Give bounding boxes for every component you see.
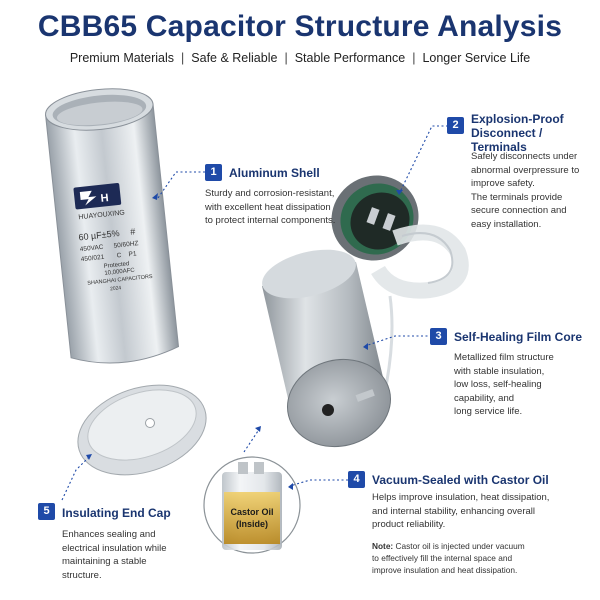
castor-oil-inset: Castor Oil (Inside) (203, 456, 301, 554)
svg-text:450VAC: 450VAC (79, 244, 104, 253)
castor-oil-heading: Vacuum-Sealed with Castor Oil (372, 473, 549, 487)
tagline-performance: Stable Performance (294, 51, 406, 65)
badge-5: 5 (38, 503, 55, 520)
brand-print: HUAYOUXING (78, 209, 125, 221)
tagline-service-life: Longer Service Life (422, 51, 531, 65)
tagline-safe: Safe & Reliable (191, 51, 278, 65)
end-cap-heading: Insulating End Cap (62, 506, 171, 520)
svg-text:50/60HZ: 50/60HZ (113, 240, 139, 250)
svg-text:10,000AFC: 10,000AFC (104, 268, 135, 277)
svg-text:#: # (130, 226, 136, 236)
svg-text:C: C (116, 252, 122, 259)
film-core (262, 249, 392, 448)
badge-4: 4 (348, 471, 365, 488)
rating-print: 60 µF±5% (78, 228, 120, 242)
badge-3: 3 (430, 328, 447, 345)
explosion-proof-heading: Explosion-Proof Disconnect / Terminals (471, 112, 564, 154)
svg-text:H: H (100, 192, 109, 205)
svg-text:2024: 2024 (110, 285, 122, 292)
leader-lines (61, 125, 448, 501)
aluminum-shell-heading: Aluminum Shell (229, 166, 320, 180)
film-core-heading: Self-Healing Film Core (454, 330, 583, 344)
castor-oil-desc: Helps improve insulation, heat dissipati… (372, 492, 550, 530)
svg-text:Protected: Protected (103, 261, 129, 270)
end-cap-desc: Enhances sealing and electrical insulati… (62, 529, 167, 581)
svg-text:(Inside): (Inside) (236, 519, 268, 529)
subtitle: Premium Materials|Safe & Reliable|Stable… (69, 51, 531, 65)
svg-text:P1: P1 (128, 250, 137, 258)
aluminum-shell-desc: Sturdy and corrosion-resistant, with exc… (205, 188, 336, 226)
page-title: CBB65 Capacitor Structure Analysis (37, 10, 563, 43)
castor-oil-note: Note: Castor oil is injected under vacuu… (372, 541, 525, 575)
castor-oil-print: Castor Oil (230, 507, 273, 517)
film-core-desc: Metallized film structure with stable in… (454, 352, 554, 417)
badge-2: 2 (447, 117, 464, 134)
badge-1: 1 (205, 164, 222, 181)
leader-arrows (86, 190, 403, 490)
svg-text:450/021: 450/021 (81, 254, 105, 263)
explosion-proof-desc: Safely disconnects under abnormal overpr… (471, 151, 580, 230)
brand-logo: H (73, 183, 122, 210)
aluminum-shell: H HUAYOUXING 60 µF±5% # 450VAC 50/60HZ 4… (45, 88, 180, 364)
insulating-end-cap (77, 384, 207, 476)
tagline-materials: Premium Materials (69, 51, 175, 65)
